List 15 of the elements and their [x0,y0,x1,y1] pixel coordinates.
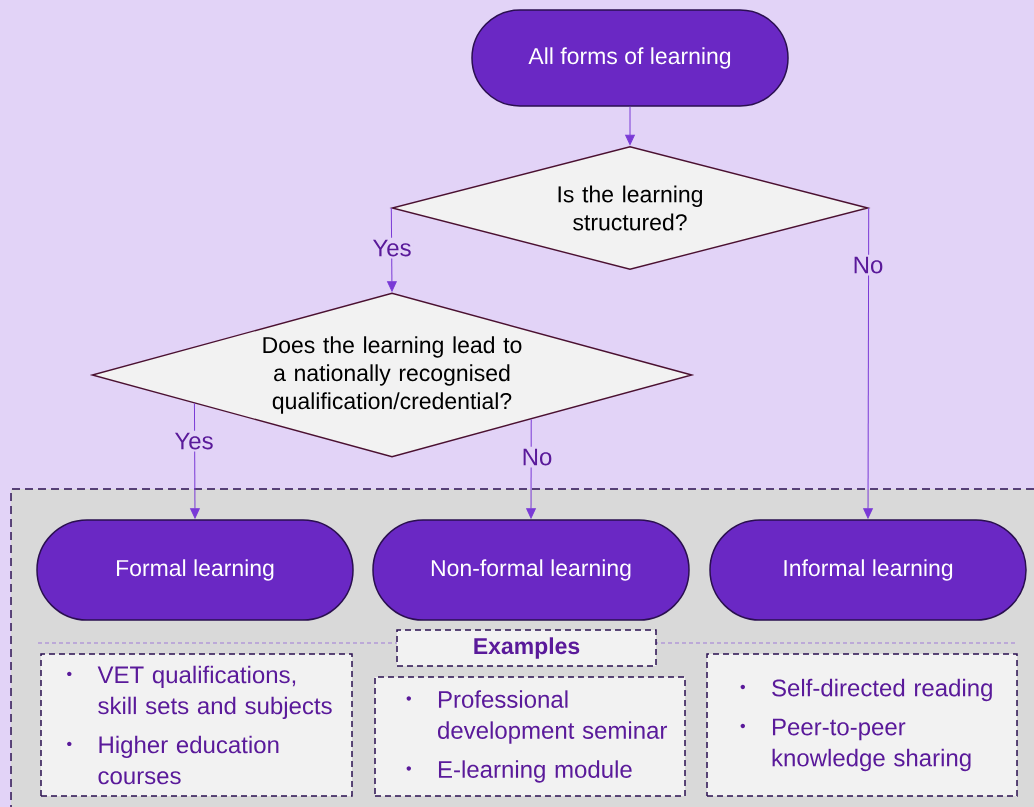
example-list-box: Self-directed reading Peer-to-peer knowledge sharing [706,653,1018,797]
arrow [625,106,635,146]
terminal-box: All forms of learning [471,9,789,107]
example-list-box: Professional development seminar E-learning module [374,676,686,797]
terminal-box: Informal learning [709,519,1027,621]
arrow [387,207,397,292]
edge-label: Yes [172,430,216,452]
terminal-box: Formal learning [36,519,354,621]
heading-box: Examples [396,629,657,667]
example-list-box: VET qualifications, skill sets and subjects Higher education courses [40,653,353,797]
terminal-box: Non-formal learning [372,519,690,621]
arrow [863,207,873,519]
arrow [190,402,200,519]
edge-label: Yes [370,237,414,259]
arrow [526,418,536,519]
